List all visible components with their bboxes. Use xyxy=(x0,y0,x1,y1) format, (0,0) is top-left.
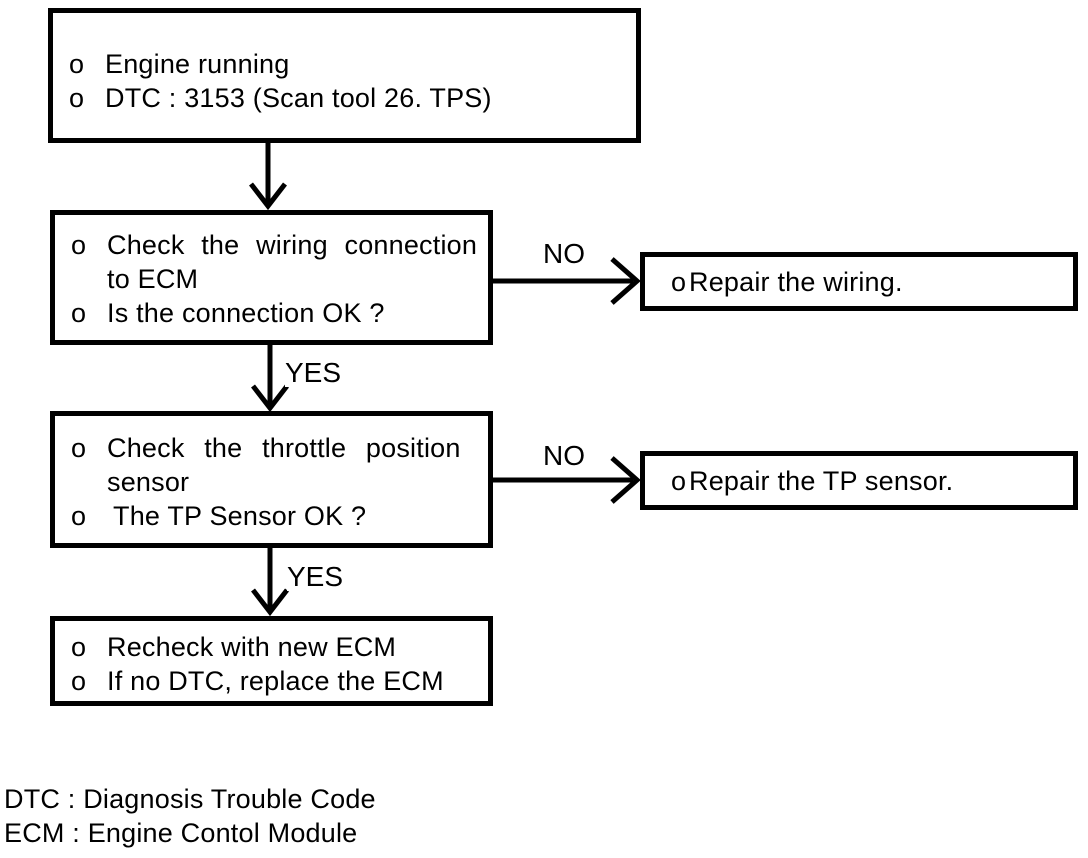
box-line: o Recheck with new ECM xyxy=(55,630,488,664)
box-line-text: Engine running xyxy=(105,49,290,79)
arrow-yes-to-check-tp-head xyxy=(251,384,289,413)
bullet-marker: o xyxy=(69,49,85,79)
box-line-text: DTC : 3153 (Scan tool 26. TPS) xyxy=(105,83,492,113)
no-label-tp: NO xyxy=(543,440,585,471)
box-line: o The TP Sensor OK ? xyxy=(55,499,488,533)
bullet-marker: o xyxy=(71,433,87,463)
arrow-start-to-check-wiring-head xyxy=(249,182,287,211)
no-label-wiring: NO xyxy=(543,238,585,269)
box-line-text: Is the connection OK ? xyxy=(107,298,385,328)
bullet-marker: o xyxy=(71,632,87,662)
legend-line-ecm: ECM : Engine Contol Module xyxy=(4,818,358,848)
flow-box-check-tp-sensor: o Check the throttle position sensor o T… xyxy=(50,411,493,548)
arrow-yes-to-recheck-head xyxy=(251,588,289,617)
bullet-marker: o xyxy=(671,266,687,297)
bullet-marker: o xyxy=(71,230,87,260)
box-line: o Engine running xyxy=(53,47,636,81)
bullet-marker: o xyxy=(671,465,687,496)
flow-box-check-wiring: o Check the wiring connection to ECM o I… xyxy=(50,210,493,345)
box-line: o Check the throttle position xyxy=(55,431,488,465)
legend-line-dtc: DTC : Diagnosis Trouble Code xyxy=(4,784,376,814)
box-line-text: Check the wiring connection xyxy=(107,230,478,260)
box-line-text: The TP Sensor OK ? xyxy=(113,501,367,531)
flow-box-start: o Engine running o DTC : 3153 (Scan tool… xyxy=(48,8,641,143)
yes-label-tp: YES xyxy=(287,561,344,592)
flow-box-repair-wiring: o Repair the wiring. xyxy=(640,252,1078,311)
bullet-marker: o xyxy=(71,666,87,696)
yes-label-wiring: YES xyxy=(285,357,342,388)
box-line-text: sensor xyxy=(107,467,190,497)
flow-box-repair-tp-sensor: o Repair the TP sensor. xyxy=(640,451,1078,510)
box-line: to ECM xyxy=(55,262,488,296)
flow-box-recheck-ecm: o Recheck with new ECM o If no DTC, repl… xyxy=(50,616,493,706)
bullet-marker: o xyxy=(69,83,85,113)
box-line: o Repair the TP sensor. xyxy=(645,464,1073,498)
arrow-no-to-repair-wiring-head xyxy=(610,257,641,305)
arrow-no-to-repair-tp-head xyxy=(610,456,641,504)
box-line-text: to ECM xyxy=(107,264,199,294)
legend: DTC : Diagnosis Trouble Code ECM : Engin… xyxy=(4,782,376,850)
box-line: sensor xyxy=(55,465,488,499)
bullet-marker: o xyxy=(71,298,87,328)
box-line: o Is the connection OK ? xyxy=(55,296,488,330)
box-line-text: Repair the wiring. xyxy=(689,266,903,297)
box-line-text: Recheck with new ECM xyxy=(107,632,397,662)
box-line: o Check the wiring connection xyxy=(55,228,488,262)
bullet-marker: o xyxy=(71,501,87,531)
box-line-text: Check the throttle position xyxy=(107,433,461,463)
box-line: o Repair the wiring. xyxy=(645,265,1073,299)
box-line: o If no DTC, replace the ECM xyxy=(55,664,488,698)
box-line: o DTC : 3153 (Scan tool 26. TPS) xyxy=(53,81,636,115)
box-line-text: If no DTC, replace the ECM xyxy=(107,666,444,696)
box-line-text: Repair the TP sensor. xyxy=(689,465,954,496)
